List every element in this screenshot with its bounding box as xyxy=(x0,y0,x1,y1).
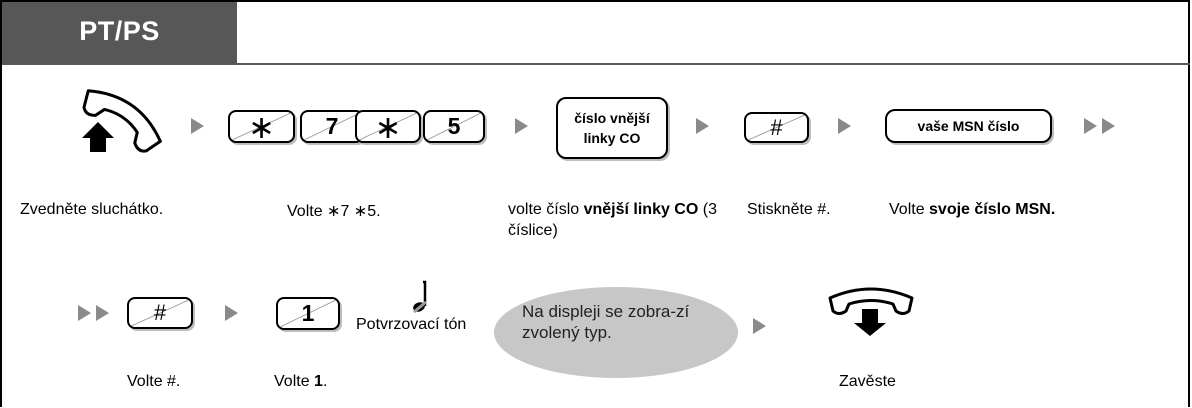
key-star-label: ∗ xyxy=(248,110,275,143)
double-arrow-part xyxy=(1102,118,1115,134)
dial-1-pre: Volte xyxy=(274,373,315,390)
double-arrow-part xyxy=(78,305,91,321)
msn-instruction-bold: svoje číslo MSN. xyxy=(929,201,1056,218)
dial-code-prefix: Volte xyxy=(287,203,328,220)
step-arrow xyxy=(191,118,204,134)
msn-instruction: Volte svoje číslo MSN. xyxy=(889,199,1059,220)
step-arrow xyxy=(838,118,851,134)
co-line-instruction: volte číslo vnější linky CO (3 číslice) xyxy=(508,199,738,241)
key-5[interactable]: 5 xyxy=(423,110,485,143)
step-arrow xyxy=(696,118,709,134)
step-arrow xyxy=(515,118,528,134)
handset-offhook-icon xyxy=(82,89,162,153)
co-instruction-post: (3 číslice) xyxy=(508,201,717,239)
music-note-icon xyxy=(413,280,427,314)
display-note-text: Na displeji se zobra-zí zvolený typ. xyxy=(522,302,690,342)
mode-label: PT/PS xyxy=(79,16,160,46)
press-hash-label: Stiskněte #. xyxy=(747,201,831,218)
dial-code-label: Volte ∗7 ∗5. xyxy=(287,201,381,222)
key-hash-label: # xyxy=(770,114,783,140)
key-1[interactable]: 1 xyxy=(276,297,340,330)
dial-1-label: Volte 1. xyxy=(274,371,327,392)
confirm-tone-label: Potvrzovací tón xyxy=(356,316,467,333)
step-arrow xyxy=(753,318,766,334)
key-star-2-label: ∗ xyxy=(374,110,402,143)
handset-onhook-icon xyxy=(828,287,914,336)
key-star-2[interactable]: ∗ xyxy=(355,110,421,143)
co-instruction-pre: volte číslo xyxy=(508,201,584,218)
dial-code-value: ∗7 ∗5. xyxy=(327,203,381,220)
mode-tab: PT/PS xyxy=(2,2,237,65)
dial-1-post: . xyxy=(322,373,328,390)
key-5-label: 5 xyxy=(447,113,461,139)
co-line-number-label: číslo vnější linky CO xyxy=(574,110,650,146)
msn-number-button[interactable]: vaše MSN číslo xyxy=(885,109,1052,143)
key-star[interactable]: ∗ xyxy=(228,110,295,143)
key-1-label: 1 xyxy=(301,300,315,326)
header-rule xyxy=(2,63,1190,65)
co-instruction-bold: vnější linky CO xyxy=(583,201,699,218)
display-note-bubble xyxy=(494,287,738,378)
double-arrow-part xyxy=(96,305,109,321)
key-7-label: 7 xyxy=(325,113,339,139)
offhook-label: Zvedněte sluchátko. xyxy=(20,201,164,218)
step-arrow xyxy=(225,305,238,321)
key-hash[interactable]: # xyxy=(744,112,809,143)
co-line-number-button[interactable]: číslo vnější linky CO xyxy=(556,97,668,159)
msn-instruction-pre: Volte xyxy=(889,201,930,218)
dial-1-bold: 1 xyxy=(314,373,323,390)
key-hash-2[interactable]: # xyxy=(127,297,193,329)
key-hash-2-label: # xyxy=(153,300,167,325)
msn-number-label: vaše MSN číslo xyxy=(917,118,1020,134)
double-arrow-part xyxy=(1084,118,1097,134)
dial-hash-label: Volte #. xyxy=(127,373,181,390)
onhook-label: Zavěste xyxy=(839,373,896,390)
